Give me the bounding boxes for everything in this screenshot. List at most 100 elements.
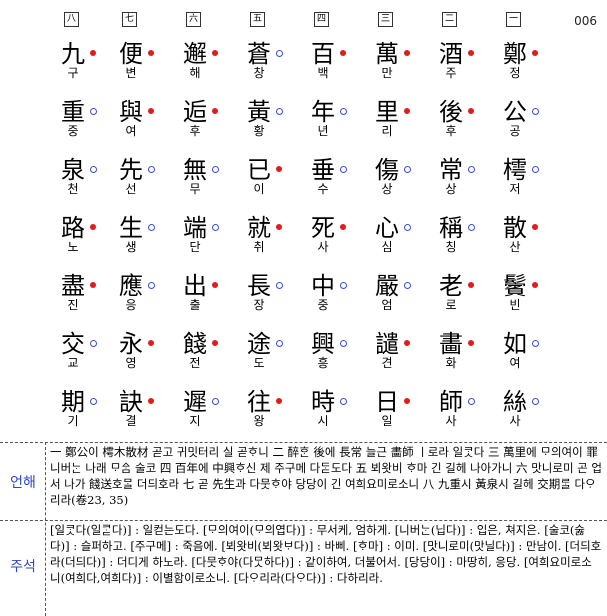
tone-dot-icon [404,398,410,404]
hanja-character: 年 [311,98,335,126]
section-label-eonhae: 언해 [10,475,36,491]
tone-dot-icon [90,282,96,288]
tone-dot-icon [276,224,282,230]
hanja-character: 散 [503,214,527,242]
tone-circle-icon [90,340,97,347]
hanja-character: 無 [183,156,207,184]
hanja-character: 已 [247,156,271,184]
hangul-reading: 일 [381,414,393,428]
hanja-character: 餞 [183,330,207,358]
hangul-reading: 상 [445,182,457,196]
column-number-box: 七 [122,12,137,27]
hangul-reading: 중 [317,298,329,312]
hanja-character: 九 [61,40,85,68]
section-text-jusuk: [일ᄏᆞᆺ다(일ᄏᆞᆮ다)] : 일컫는도다. [ᄆᆞ의여이(ᄆᆞ의엽다)] :… [50,523,602,585]
tone-dot-icon [148,108,154,114]
tone-dot-icon [340,224,346,230]
tone-circle-icon [532,398,539,405]
hangul-reading: 여 [509,356,521,370]
column-marker: 五 [244,12,294,27]
tone-circle-icon [212,166,219,173]
tone-dot-icon [468,340,474,346]
hanja-character: 黃 [247,98,271,126]
hanja-character: 期 [61,388,85,416]
divider-top [0,442,607,443]
hangul-reading: 구 [67,66,79,80]
hanja-character: 常 [439,156,463,184]
tone-circle-icon [212,224,219,231]
tone-dot-icon [404,340,410,346]
hangul-reading: 선 [125,182,137,196]
hangul-reading: 상 [381,182,393,196]
hanja-character: 蒼 [247,40,271,68]
tone-circle-icon [276,340,283,347]
tone-circle-icon [90,108,97,115]
hanja-character: 邂 [183,40,207,68]
tone-circle-icon [276,108,283,115]
hangul-reading: 진 [67,298,79,312]
tone-dot-icon [90,224,96,230]
hangul-reading: 이 [253,182,265,196]
hanja-character: 盡 [61,272,85,300]
hangul-reading: 후 [445,124,457,138]
hanja-character: 出 [183,272,207,300]
hangul-reading: 수 [317,182,329,196]
tone-dot-icon [404,108,410,114]
tone-circle-icon [340,108,347,115]
tone-circle-icon [468,224,475,231]
hanja-character: 便 [119,40,143,68]
hanja-character: 鄭 [503,40,527,68]
hangul-reading: 시 [317,414,329,428]
hanja-character: 途 [247,330,271,358]
hanja-character: 逅 [183,98,207,126]
column-number-box: 三 [378,12,393,27]
hanja-character: 心 [375,214,399,242]
hangul-reading: 로 [445,298,457,312]
hanja-character: 百 [311,40,335,68]
tone-dot-icon [90,50,96,56]
hanja-character: 遲 [183,388,207,416]
hanja-character: 死 [311,214,335,242]
tone-circle-icon [340,398,347,405]
hanja-character: 畵 [439,330,463,358]
tone-dot-icon [340,50,346,56]
tone-dot-icon [148,398,154,404]
hanja-character: 時 [311,388,335,416]
tone-circle-icon [468,166,475,173]
hangul-reading: 출 [189,298,201,312]
section-label-jusuk: 주석 [10,559,36,575]
tone-dot-icon [148,50,154,56]
hangul-reading: 흥 [317,356,329,370]
hangul-reading: 사 [445,414,457,428]
hangul-reading: 노 [67,240,79,254]
tone-circle-icon [276,282,283,289]
tone-circle-icon [90,166,97,173]
tone-circle-icon [276,50,283,57]
tone-dot-icon [212,108,218,114]
hanja-character: 垂 [311,156,335,184]
tone-dot-icon [532,50,538,56]
hanja-character: 興 [311,330,335,358]
tone-dot-icon [276,166,282,172]
tone-circle-icon [212,398,219,405]
hangul-reading: 리 [381,124,393,138]
hangul-reading: 후 [189,124,201,138]
